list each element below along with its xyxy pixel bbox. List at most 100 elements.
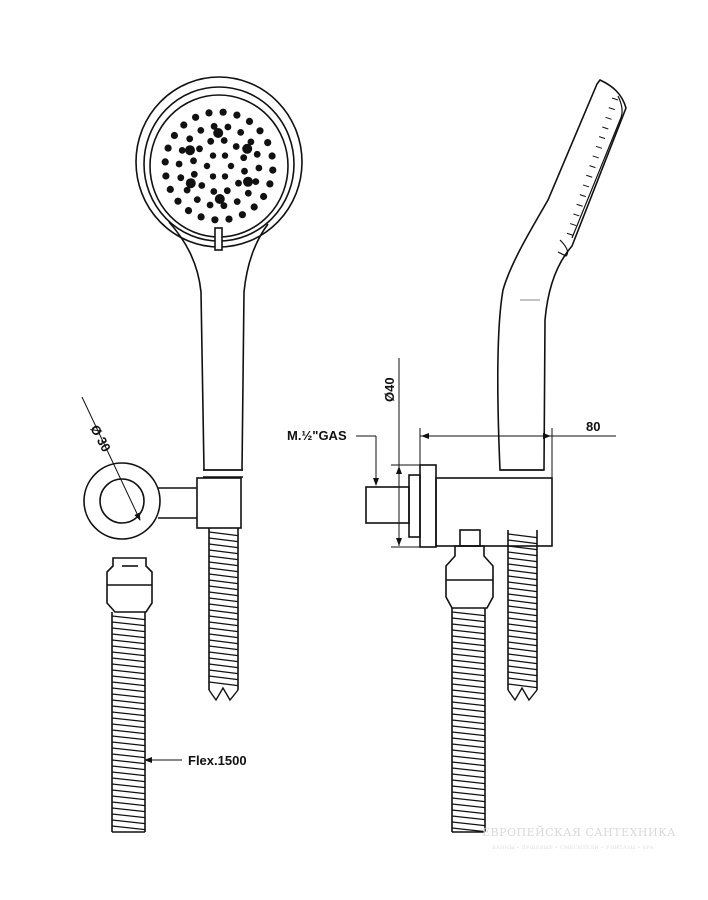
- hose-coil: [208, 573, 239, 579]
- hose-coil: [451, 671, 486, 677]
- hose-coil: [208, 633, 239, 639]
- nozzle: [192, 113, 200, 121]
- hose-nut-front: [106, 557, 153, 613]
- face-tick: [573, 213, 580, 217]
- face-tick: [566, 232, 574, 236]
- hose-coil: [507, 659, 538, 665]
- hose-coil: [111, 813, 146, 819]
- side-view: Ø40 M.½"GAS 80: [287, 79, 627, 833]
- hose-coil: [111, 825, 146, 831]
- nozzle: [186, 135, 194, 143]
- nozzle: [190, 157, 197, 165]
- spray-face-edge: [566, 97, 619, 236]
- hose-coil: [451, 689, 486, 695]
- hose-coil: [111, 753, 146, 759]
- nozzle: [170, 131, 178, 140]
- hose-coil: [507, 623, 538, 629]
- nozzle: [185, 145, 195, 156]
- nozzle: [233, 111, 241, 119]
- hose-coil: [111, 747, 146, 753]
- nozzle: [210, 122, 218, 130]
- hose-coil: [507, 653, 538, 659]
- hose-coil: [451, 707, 486, 713]
- nozzle: [177, 174, 185, 182]
- nozzle: [198, 182, 206, 189]
- hose-coil: [451, 635, 486, 641]
- face-tick: [595, 145, 603, 149]
- hose-coil: [451, 773, 486, 779]
- nozzle: [184, 207, 193, 215]
- hose-coil: [208, 591, 239, 597]
- shower-head-front: [135, 76, 303, 251]
- hose-coil: [451, 749, 486, 755]
- hose-coil: [111, 675, 146, 681]
- hose-coil: [208, 603, 239, 609]
- nozzle: [207, 137, 215, 145]
- nozzle: [244, 189, 252, 197]
- hose-coil: [208, 675, 239, 681]
- hose-coil: [507, 605, 538, 611]
- wall-plate-side: [419, 464, 437, 548]
- hose-coil: [451, 695, 486, 701]
- hose-coil: [111, 633, 146, 639]
- hose-coil: [111, 621, 146, 627]
- handle-front: [168, 221, 269, 471]
- nozzle: [164, 144, 172, 152]
- hose-coil: [111, 735, 146, 741]
- watermark: ЕВРОПЕЙСКАЯ САНТЕХНИКА ВАННЫ • ДУШЕВЫЕ •…: [482, 825, 676, 851]
- nozzle: [166, 185, 174, 193]
- hose-coil: [451, 629, 486, 635]
- hose-coil: [507, 629, 538, 635]
- nozzle: [232, 143, 240, 150]
- nozzle: [238, 211, 246, 219]
- hose-coil: [451, 641, 486, 647]
- nozzle: [175, 160, 183, 168]
- hose-coil: [208, 585, 239, 591]
- nozzle: [237, 129, 245, 136]
- hose-coil: [208, 549, 239, 555]
- nozzle: [253, 150, 261, 158]
- hose-coil: [451, 725, 486, 731]
- nozzle: [203, 162, 211, 170]
- nozzle: [178, 147, 186, 154]
- hose-coil: [111, 807, 146, 813]
- hose-coil: [451, 653, 486, 659]
- hose-coil: [208, 561, 239, 567]
- nozzle: [162, 172, 170, 180]
- hose-coil: [111, 699, 146, 705]
- hose-coil: [111, 783, 146, 789]
- nozzle: [209, 173, 217, 180]
- hose-coil: [111, 693, 146, 699]
- hose-coil: [507, 599, 538, 605]
- hose-coil: [507, 683, 538, 689]
- nozzle: [185, 178, 196, 189]
- hose-coil: [507, 671, 538, 677]
- nozzle: [247, 138, 255, 146]
- hose-coil: [451, 785, 486, 791]
- nozzle: [180, 121, 188, 129]
- hose-coil: [111, 777, 146, 783]
- nozzle: [250, 203, 258, 211]
- hose-coil: [507, 665, 538, 671]
- hose-coil: [451, 815, 486, 821]
- hose-coil: [111, 729, 146, 735]
- nozzle: [256, 127, 264, 135]
- nozzle: [268, 152, 276, 160]
- hose-coil: [111, 705, 146, 711]
- hose-coil: [451, 791, 486, 797]
- watermark-title: ЕВРОПЕЙСКАЯ САНТЕХНИКА: [482, 825, 676, 839]
- hose-coil: [451, 743, 486, 749]
- hose-coil: [111, 645, 146, 651]
- nozzle: [213, 128, 224, 138]
- nozzle: [197, 126, 205, 134]
- hose-coil: [111, 801, 146, 807]
- hose-coil: [208, 537, 239, 543]
- hose-coil: [111, 819, 146, 825]
- hose-coil: [507, 587, 538, 593]
- hose-coil: [208, 597, 239, 603]
- dim-hose-length: Flex.1500: [188, 753, 247, 768]
- face-tick: [598, 136, 606, 140]
- hose-upper-side: [507, 530, 538, 702]
- hose-coil: [451, 737, 486, 743]
